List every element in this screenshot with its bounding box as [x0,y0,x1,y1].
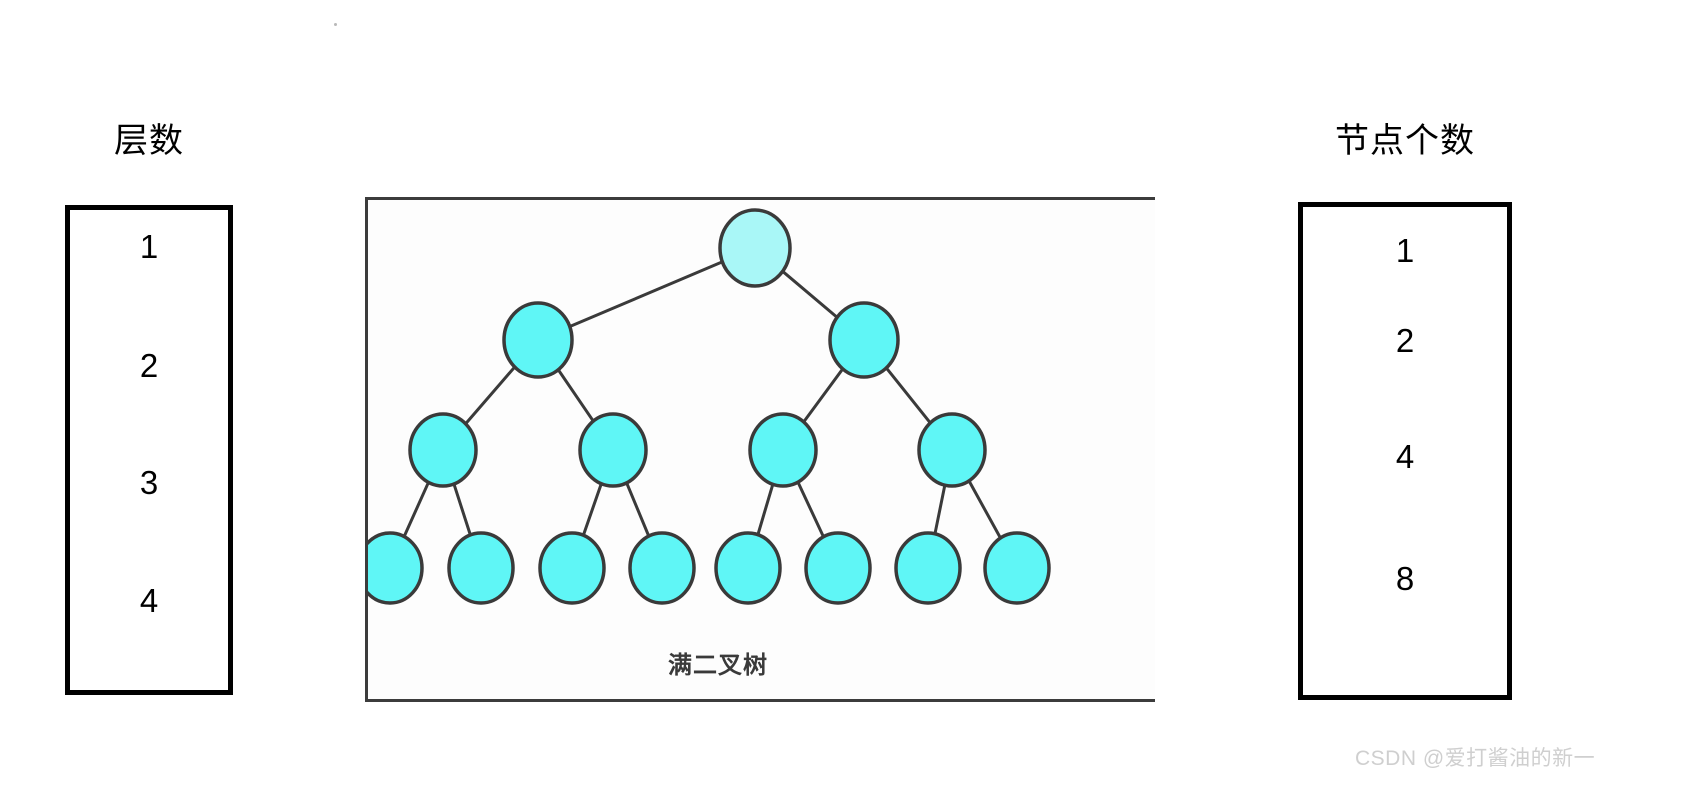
tree-node [804,531,872,605]
counts-value-1: 1 [1395,232,1415,269]
tree-edge [462,363,518,428]
levels-value-1: 1 [139,228,159,265]
levels-value-box: 1 2 3 4 [65,205,233,695]
levels-panel-title: 层数 [114,122,184,160]
tree-node [628,531,696,605]
tree-edge [451,478,473,540]
tree-diagram-frame: 满二叉树 [365,197,1155,702]
tree-caption: 满二叉树 [668,652,768,679]
counts-value-4: 8 [1395,560,1415,597]
tree-edge [965,476,1004,543]
tree-edge [883,364,934,427]
tree-edge [580,478,604,541]
levels-value-2: 2 [139,347,159,384]
tree-node [578,412,648,488]
counts-value-3: 4 [1395,438,1415,475]
csdn-watermark: CSDN @爱打酱油的新一 [1355,747,1596,770]
tree-node [502,301,574,379]
levels-value-3: 3 [139,464,159,501]
counts-panel-title: 节点个数 [1335,122,1475,160]
binary-tree-graphic [368,208,1051,605]
counts-value-box: 1 2 4 8 [1298,202,1512,700]
tree-node [718,208,792,288]
tree-node [447,531,515,605]
stray-dot [334,23,337,26]
tree-node [894,531,962,605]
tree-edge [755,479,776,540]
tree-node [983,531,1051,605]
tree-node [368,531,424,605]
counts-value-2: 2 [1395,322,1415,359]
tree-edge [555,365,597,426]
tree-edge [401,477,432,542]
tree-edge [932,479,948,540]
tree-node [408,412,478,488]
tree-edge [623,478,652,541]
tree-edge [800,365,846,426]
tree-node-layer [368,208,1051,605]
tree-node [917,412,987,488]
tree-edge [795,477,827,542]
tree-node [748,412,818,488]
tree-edge [566,259,726,329]
tree-edge-layer [401,259,1004,543]
tree-node [828,301,900,379]
tree-node [538,531,606,605]
levels-value-4: 4 [139,582,159,619]
tree-edge [779,268,841,321]
tree-node [714,531,782,605]
